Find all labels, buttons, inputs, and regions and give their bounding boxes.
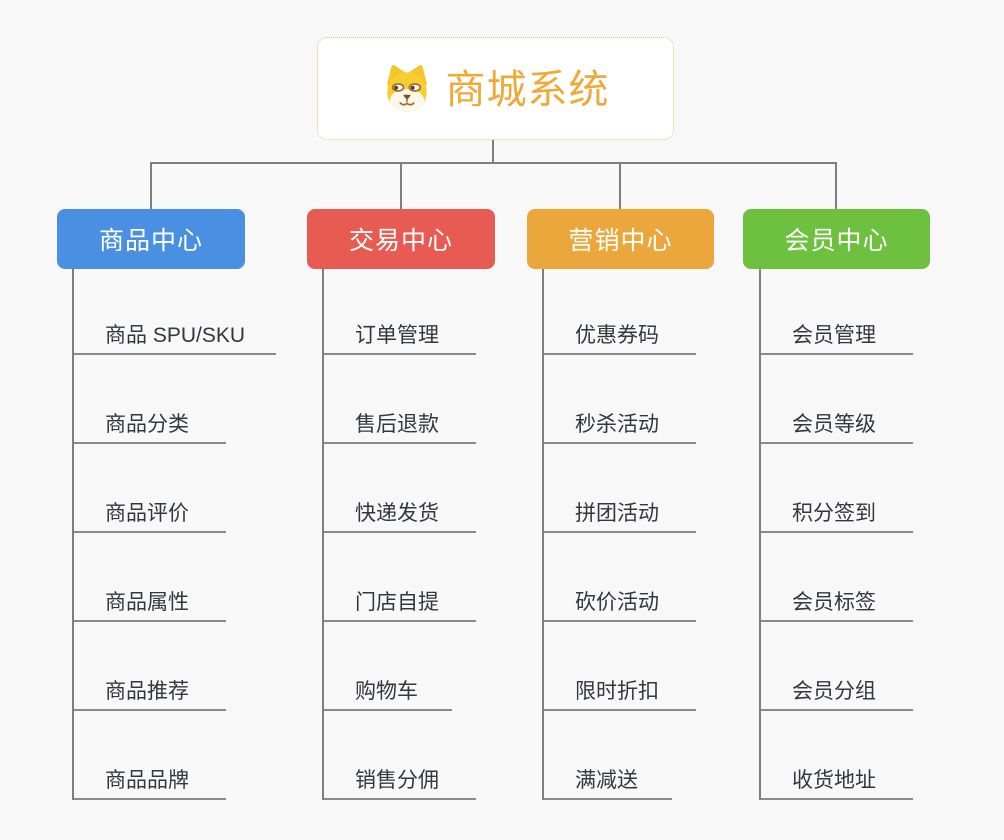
leaf-node[interactable]: 满减送 — [544, 760, 672, 800]
leaf-node[interactable]: 商品分类 — [74, 404, 226, 444]
leaf-node-label: 商品 SPU/SKU — [105, 324, 246, 347]
leaf-node[interactable]: 会员管理 — [761, 315, 913, 355]
leaf-node-label: 拼团活动 — [575, 502, 659, 525]
leaf-node-label: 优惠券码 — [575, 324, 659, 347]
leaf-node-label: 限时折扣 — [575, 680, 659, 703]
branch-node-trade-center[interactable]: 交易中心 — [307, 209, 495, 269]
leaf-node-label: 满减送 — [575, 769, 638, 792]
leaf-node[interactable]: 会员等级 — [761, 404, 913, 444]
connector-drop-marketing — [619, 162, 621, 209]
leaf-node-label: 售后退款 — [355, 413, 439, 436]
leaf-node[interactable]: 秒杀活动 — [544, 404, 696, 444]
leaf-node-label: 门店自提 — [355, 591, 439, 614]
leaf-node[interactable]: 购物车 — [324, 671, 452, 711]
leaf-node-label: 砍价活动 — [575, 591, 659, 614]
leaf-node[interactable]: 门店自提 — [324, 582, 476, 622]
leaf-node-label: 商品属性 — [105, 591, 189, 614]
leaf-node-label: 销售分佣 — [355, 769, 439, 792]
leaf-node[interactable]: 优惠券码 — [544, 315, 696, 355]
leaf-node[interactable]: 会员分组 — [761, 671, 913, 711]
branch-children-product: 商品 SPU/SKU 商品分类 商品评价 商品属性 商品推荐 商品品牌 — [72, 269, 284, 800]
leaf-node-label: 会员分组 — [792, 680, 876, 703]
leaf-node-label: 秒杀活动 — [575, 413, 659, 436]
dog-face-icon — [382, 64, 432, 113]
leaf-node[interactable]: 积分签到 — [761, 493, 913, 533]
branch-node-product-center[interactable]: 商品中心 — [57, 209, 245, 269]
leaf-node[interactable]: 快递发货 — [324, 493, 476, 533]
leaf-node-label: 收货地址 — [792, 769, 876, 792]
leaf-node-label: 会员管理 — [792, 324, 876, 347]
root-node-label: 商城系统 — [445, 67, 610, 112]
leaf-node[interactable]: 商品属性 — [74, 582, 226, 622]
connector-drop-trade — [400, 162, 402, 209]
branch-node-marketing-center[interactable]: 营销中心 — [527, 209, 714, 269]
branch-children-marketing: 优惠券码 秒杀活动 拼团活动 砍价活动 限时折扣 满减送 — [542, 269, 754, 800]
connector-drop-product — [150, 162, 152, 209]
leaf-node-label: 商品品牌 — [105, 769, 189, 792]
leaf-node[interactable]: 订单管理 — [324, 315, 476, 355]
leaf-node-label: 积分签到 — [792, 502, 876, 525]
branch-children-member: 会员管理 会员等级 积分签到 会员标签 会员分组 收货地址 — [759, 269, 971, 800]
connector-drop-member — [835, 162, 837, 209]
root-node[interactable]: 商城系统 — [317, 37, 674, 140]
leaf-node-label: 商品推荐 — [105, 680, 189, 703]
leaf-node-label: 商品评价 — [105, 502, 189, 525]
leaf-node[interactable]: 商品推荐 — [74, 671, 226, 711]
leaf-node[interactable]: 拼团活动 — [544, 493, 696, 533]
leaf-node[interactable]: 商品评价 — [74, 493, 226, 533]
leaf-node[interactable]: 收货地址 — [761, 760, 913, 800]
leaf-node[interactable]: 销售分佣 — [324, 760, 476, 800]
leaf-node[interactable]: 限时折扣 — [544, 671, 696, 711]
connector-horizontal-bar — [150, 162, 837, 164]
leaf-node[interactable]: 砍价活动 — [544, 582, 696, 622]
leaf-node[interactable]: 商品品牌 — [74, 760, 226, 800]
leaf-node-label: 购物车 — [355, 680, 418, 703]
branch-children-trade: 订单管理 售后退款 快递发货 门店自提 购物车 销售分佣 — [322, 269, 534, 800]
leaf-node-label: 会员等级 — [792, 413, 876, 436]
leaf-node[interactable]: 会员标签 — [761, 582, 913, 622]
leaf-node[interactable]: 售后退款 — [324, 404, 476, 444]
leaf-node-label: 商品分类 — [105, 413, 189, 436]
connector-root-stem — [492, 140, 494, 163]
leaf-node[interactable]: 商品 SPU/SKU — [74, 315, 276, 355]
leaf-node-label: 会员标签 — [792, 591, 876, 614]
leaf-node-label: 快递发货 — [355, 502, 439, 525]
leaf-node-label: 订单管理 — [355, 324, 439, 347]
branch-node-member-center[interactable]: 会员中心 — [743, 209, 930, 269]
